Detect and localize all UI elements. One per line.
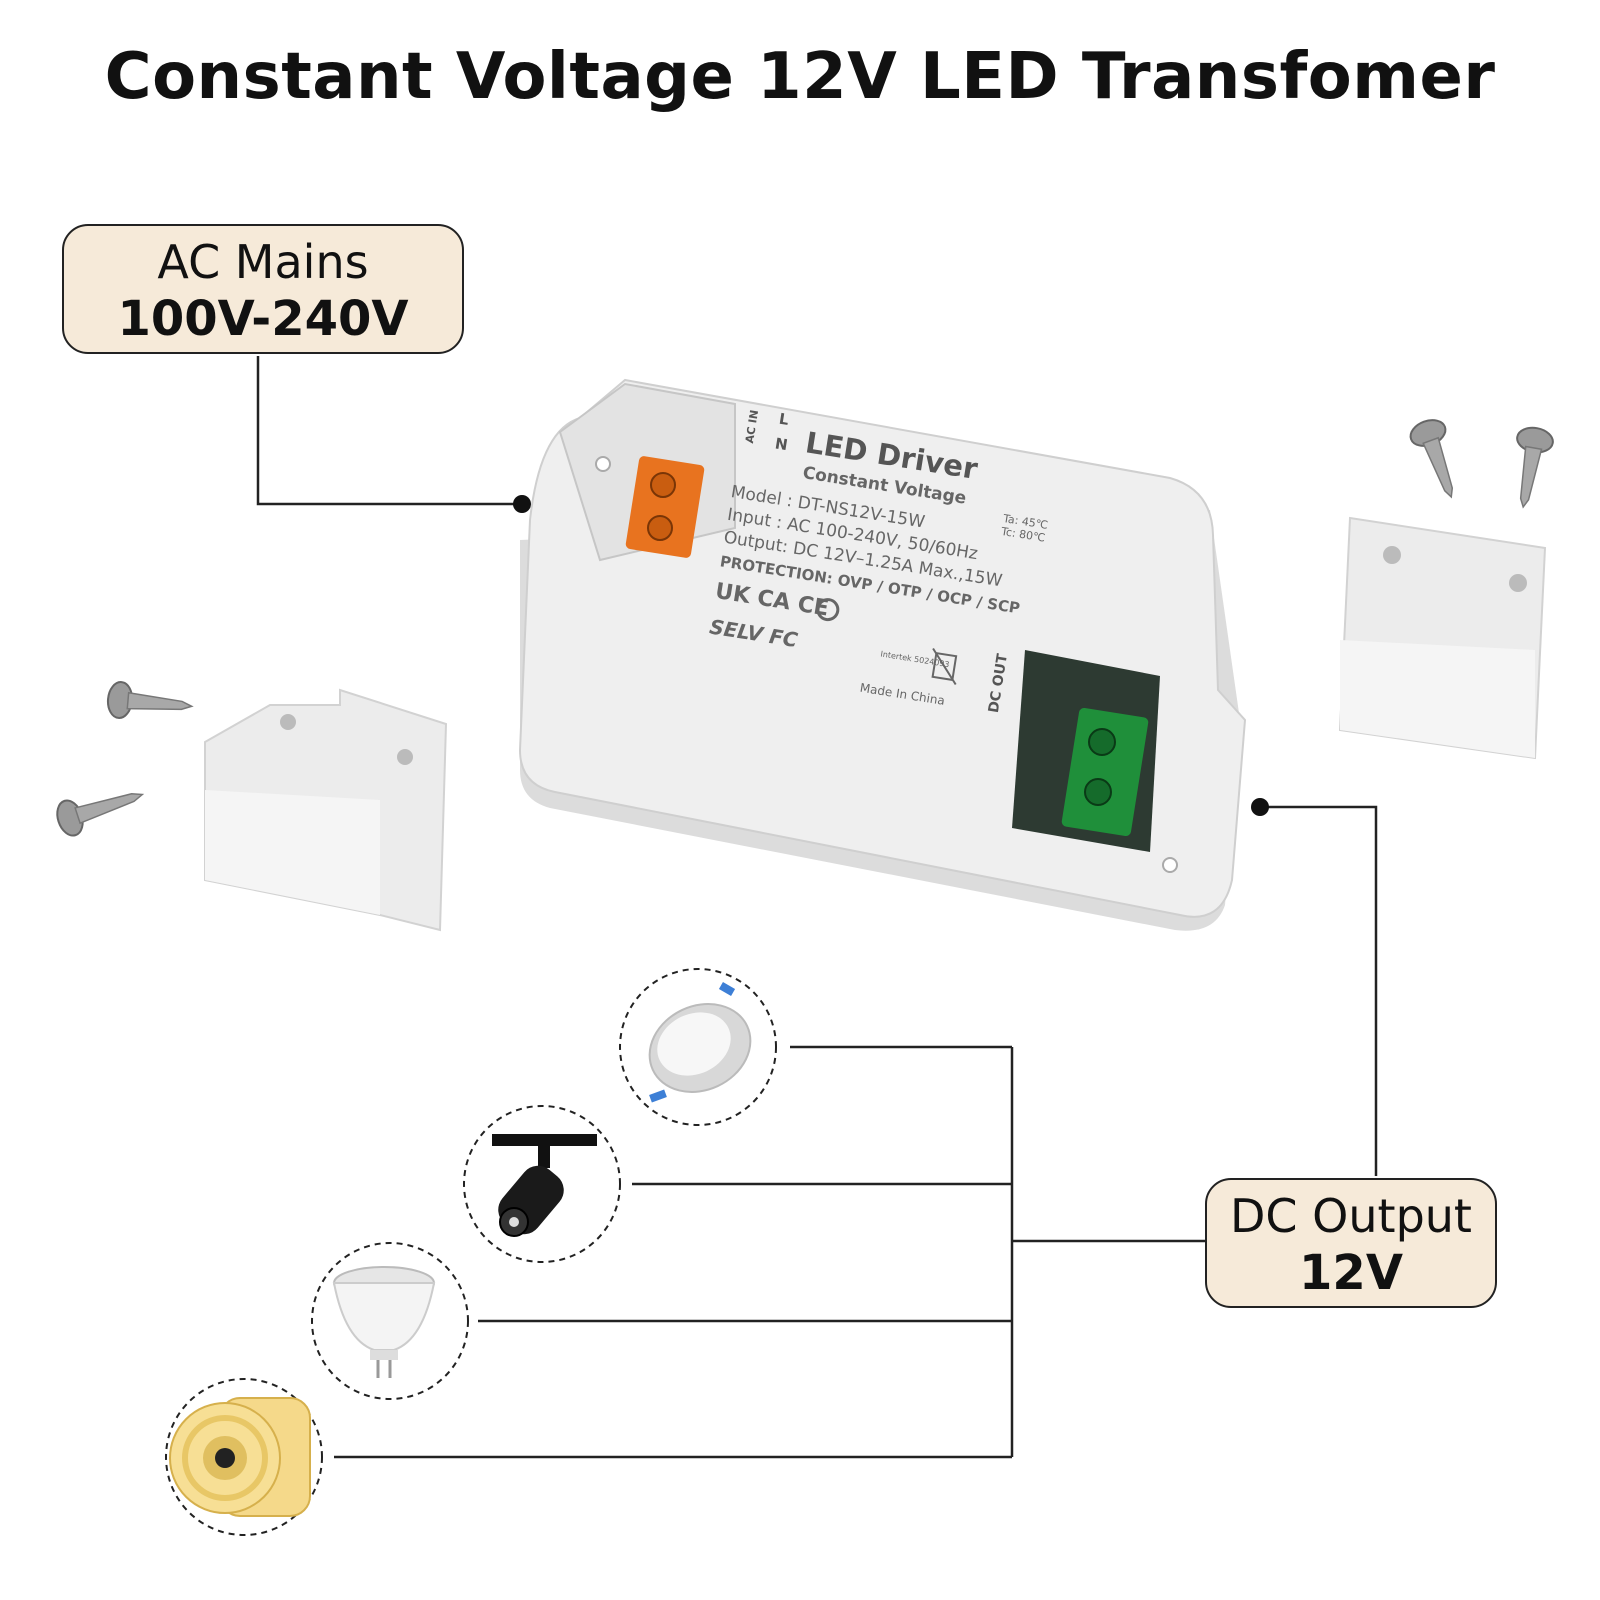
ac-in-mark: AC IN bbox=[743, 409, 761, 444]
downlight-icon bbox=[648, 982, 752, 1103]
dc-output-voltage: 12V bbox=[1299, 1245, 1403, 1301]
n-terminal-mark: N bbox=[774, 434, 789, 454]
screw-icon bbox=[56, 793, 145, 837]
ac-terminal-block bbox=[625, 456, 705, 558]
ac-terminal-cover bbox=[558, 382, 736, 562]
dc-terminal-block bbox=[1061, 707, 1149, 837]
ac-screw-n-icon bbox=[647, 515, 673, 541]
led-driver-device: AC IN L N LED Driver Constant Voltage Ta… bbox=[518, 378, 1247, 931]
label-marks-row1: UK CA CE bbox=[713, 579, 830, 622]
label-brand: LED Driver bbox=[803, 425, 981, 486]
ac-connector-line bbox=[256, 356, 522, 506]
led-strip-reel-icon bbox=[169, 1397, 311, 1517]
mount-hole-icon bbox=[1162, 857, 1178, 873]
track-spotlight-icon bbox=[492, 1134, 597, 1237]
dc-terminal-window bbox=[1012, 650, 1160, 852]
label-protection: PROTECTION: OVP / OTP / OCP / SCP bbox=[719, 552, 1021, 617]
dc-screw-minus-icon bbox=[1084, 778, 1112, 806]
mounting-clip-icon bbox=[204, 688, 448, 932]
driver-body-side bbox=[520, 510, 1240, 931]
ac-mains-callout: AC Mains 100V-240V bbox=[62, 224, 464, 354]
label-subtitle: Constant Voltage bbox=[801, 463, 967, 509]
label-marks-row2: SELV FC bbox=[708, 614, 800, 652]
ac-mains-label: AC Mains bbox=[157, 235, 369, 289]
label-output: Output: DC 12V–1.25A Max.,15W bbox=[722, 528, 1003, 592]
label-ta: Ta: 45℃ bbox=[1001, 512, 1049, 532]
driver-label: AC IN L N LED Driver Constant Voltage Ta… bbox=[708, 409, 1049, 714]
label-made-in: Made In China bbox=[859, 681, 946, 708]
dc-screw-plus-icon bbox=[1088, 728, 1116, 756]
bulb-load bbox=[311, 1242, 469, 1400]
dc-out-mark: DC OUT bbox=[986, 652, 1011, 714]
label-intertek: Intertek 5024093 bbox=[880, 649, 950, 669]
ac-mains-voltage: 100V-240V bbox=[117, 291, 409, 347]
strip-load bbox=[165, 1378, 323, 1536]
mr16-bulb-icon bbox=[332, 1266, 436, 1378]
mount-hole-icon bbox=[595, 456, 611, 472]
dc-connector-line bbox=[1260, 805, 1378, 1176]
screw-icon bbox=[106, 681, 194, 719]
mounting-clip-icon bbox=[1338, 516, 1547, 760]
screw-icon bbox=[1409, 419, 1454, 499]
ac-screw-l-icon bbox=[650, 472, 676, 498]
dc-connector-dot bbox=[1251, 798, 1269, 816]
dc-output-callout: DC Output 12V bbox=[1205, 1178, 1497, 1308]
recycle-icon bbox=[816, 598, 840, 622]
screw-icon bbox=[1516, 426, 1554, 509]
label-tc: Tc: 80℃ bbox=[999, 525, 1046, 545]
weee-bin-icon bbox=[931, 647, 958, 686]
label-model: Model : DT-NS12V-15W bbox=[729, 482, 926, 532]
driver-top-face bbox=[518, 378, 1247, 918]
downlight-load bbox=[619, 968, 777, 1126]
dc-output-label: DC Output bbox=[1230, 1189, 1472, 1243]
spotlight-load bbox=[463, 1105, 621, 1263]
label-input: Input : AC 100-240V, 50/60Hz bbox=[726, 505, 979, 564]
ac-connector-dot bbox=[513, 495, 531, 513]
l-terminal-mark: L bbox=[778, 410, 791, 429]
page-title: Constant Voltage 12V LED Transfomer bbox=[104, 40, 1496, 114]
